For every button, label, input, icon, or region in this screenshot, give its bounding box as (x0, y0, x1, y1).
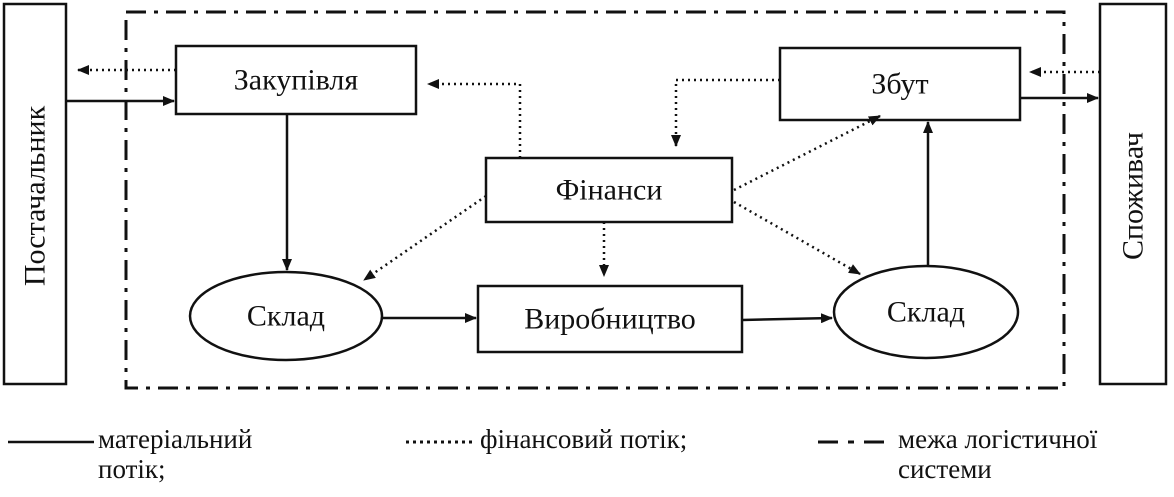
warehouse-right-ellipse: Склад (832, 264, 1020, 360)
warehouse-right-label: Склад (887, 296, 965, 329)
consumer-box: Споживач (1098, 2, 1168, 386)
legend-material: матеріальний потік; (8, 424, 252, 484)
purchasing-box: Закупівля (174, 44, 418, 116)
material-flows (66, 93, 1099, 324)
financial-arrow-finance-to-sales (733, 114, 881, 192)
sales-box: Збут (778, 46, 1022, 122)
purchasing-label: Закупівля (234, 64, 359, 97)
supplier-label: Постачальник (19, 105, 52, 286)
legend-material-label-1: матеріальний (98, 424, 253, 454)
financial-arrow-finance-to-warehouse-left (363, 194, 487, 282)
legend-material-label-2: потік; (98, 454, 166, 484)
material-arrow-production-to-warehouse (741, 313, 833, 324)
financial-arrow-sales-to-finance (671, 78, 780, 147)
warehouse-left-label: Склад (247, 300, 325, 333)
legend-financial-label: фінансовий потік; (480, 424, 688, 454)
consumer-label: Споживач (1117, 132, 1150, 260)
legend-boundary-label-2: системи (898, 454, 992, 484)
finance-label: Фінанси (556, 174, 663, 207)
financial-arrow-finance-to-purchasing (427, 79, 522, 158)
financial-arrow-finance-to-warehouse-right (733, 200, 861, 276)
production-box: Виробництво (476, 284, 744, 354)
financial-flows (77, 65, 1100, 282)
sales-label: Збут (871, 68, 928, 101)
legend-dashdot-line-sample (818, 440, 894, 444)
production-label: Виробництво (524, 303, 696, 336)
finance-box: Фінанси (484, 156, 734, 224)
system-boundary (124, 10, 1066, 390)
supplier-box: Постачальник (2, 2, 68, 386)
warehouse-left-ellipse: Склад (188, 270, 384, 362)
legend-boundary-label-1: межа логістичної (898, 424, 1098, 454)
legend-financial: фінансовий потік; (406, 424, 687, 454)
logistics-system-diagram: Постачальник Споживач Закупівля Збут Фін… (2, 2, 1168, 390)
legend-boundary: межа логістичної системи (818, 424, 1097, 484)
legend-solid-line-sample (8, 440, 94, 444)
legend-dotted-line-sample (406, 440, 476, 444)
